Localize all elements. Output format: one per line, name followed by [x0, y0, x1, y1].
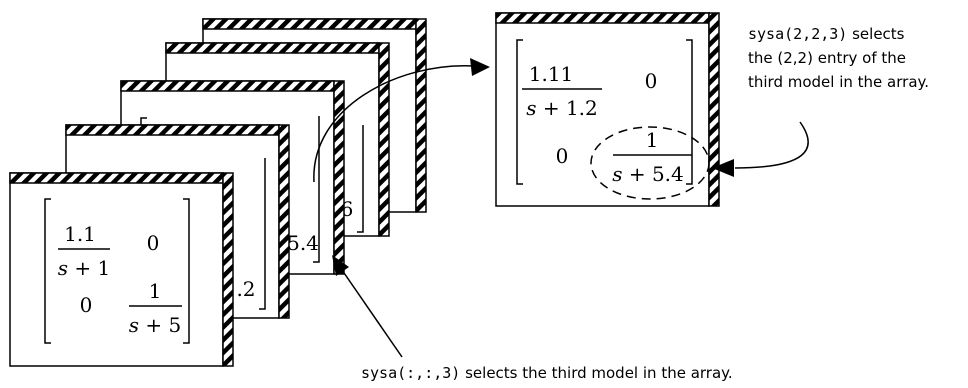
selected-m22-numerator: 1	[646, 128, 659, 152]
model3-partial-entry: 5.4	[287, 231, 319, 255]
entry-annotation-arrow	[712, 121, 809, 177]
model-to-expanded-arrow	[313, 58, 490, 183]
model2-partial-entry: .2	[236, 277, 255, 301]
entry-annotation-line-1: sysa(2,2,3) selects	[748, 25, 905, 43]
model-annotation-line: sysa(:,:,3) selects the third model in t…	[361, 364, 733, 382]
entry-annotation-line-2: the (2,2) entry of the	[748, 49, 906, 67]
model-panel-1: 1.1 s + 1 0 0 1 s + 5	[9, 172, 234, 367]
front-m12: 0	[147, 231, 160, 255]
selected-m21: 0	[556, 144, 569, 168]
model-annotation-arrow	[332, 255, 403, 358]
front-m22-numerator: 1	[149, 279, 162, 303]
entry-annotation-line-3: third model in the array.	[748, 73, 929, 91]
front-m11-numerator: 1.1	[64, 222, 96, 246]
model-selection-annotation: sysa(:,:,3) selects the third model in t…	[361, 364, 733, 382]
selected-m12: 0	[645, 69, 658, 93]
selected-m11-numerator: 1.11	[529, 62, 574, 86]
front-m21: 0	[80, 293, 93, 317]
front-m11-denominator: s + 1	[58, 256, 110, 280]
selected-m11-denominator: s + 1.2	[526, 96, 598, 120]
selected-entry-highlight-ellipse	[590, 126, 710, 200]
front-m22-denominator: s + 5	[129, 313, 181, 337]
entry-selection-annotation: sysa(2,2,3) selects the (2,2) entry of t…	[748, 25, 929, 91]
selected-m22-denominator: s + 5.4	[612, 162, 684, 186]
selected-model-panel: 1.11 s + 1.2 0 0 1 s + 5.4	[495, 12, 720, 207]
